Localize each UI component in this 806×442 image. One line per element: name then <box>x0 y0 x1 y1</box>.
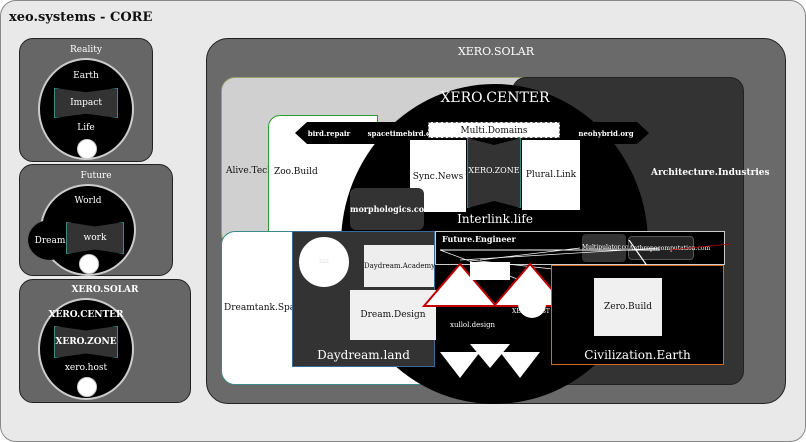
future-top-label: World <box>74 196 102 206</box>
solar-small-top-label: XERO.CENTER <box>48 310 124 320</box>
future-left-circle <box>28 220 72 260</box>
connector-graphic <box>421 240 730 378</box>
xero-zone-shape <box>467 138 521 208</box>
xero-zone-label: XERO.ZONE <box>468 166 520 175</box>
reality-bottom-label: Life <box>77 123 95 133</box>
zero-build-box: Zero.Build <box>594 278 662 336</box>
daydream-circle <box>298 236 350 288</box>
civilization-label: Civilization.Earth <box>584 348 691 362</box>
alive-tech-label: Alive.Tech <box>226 166 273 176</box>
daydream-land-label: Daydream.land <box>317 348 410 362</box>
morphologics-box: morphologics.co <box>350 188 424 230</box>
xullol-design-label: xullol.design <box>450 321 496 329</box>
zoo-build-label: Zoo.Build <box>274 167 318 177</box>
sync-news-box: Sync.News <box>410 140 466 212</box>
multi-domains-box: Multi.Domains <box>428 122 560 138</box>
anthropo-box: Anthropocomputation.com <box>628 236 710 260</box>
reality-middle-label: Impact <box>70 98 102 108</box>
tag-neohybrid[interactable]: neohybrid.org <box>578 128 634 138</box>
interlink-label: Interlink.life <box>457 212 533 226</box>
solar-small-dot <box>77 377 97 397</box>
future-left-label: Dream <box>34 236 66 246</box>
dream-design-box: Dream.Design <box>350 290 436 340</box>
solar-small-middle-label: XERO.ZONE <box>55 337 117 347</box>
reality-title: Reality <box>70 45 102 55</box>
page-title: xeo.systems - CORE <box>9 10 153 25</box>
multipulator-box: Multipulator.com <box>582 234 634 262</box>
future-middle-label: work <box>83 233 107 243</box>
xero-center-title: XERO.CENTER <box>440 90 550 106</box>
tag-spacetimebird[interactable]: spacetimebird.com <box>367 128 443 138</box>
daydream-academy-box: Daydream.Academy <box>364 245 435 287</box>
future-engineer-label: Future.Engineer <box>442 234 516 244</box>
plural-link-box: Plural.Link <box>522 140 580 210</box>
xero-host-label: XERO.HOST <box>512 308 550 315</box>
solar-small-title: XERO.SOLAR <box>71 285 139 295</box>
tag-bird-repair[interactable]: bird.repair <box>307 128 351 138</box>
architecture-label: Architecture.Industries <box>651 168 770 178</box>
dreamtank-label: Dreamtank.Space <box>224 303 306 313</box>
reality-top-label: Earth <box>73 71 99 81</box>
future-dot <box>79 254 99 274</box>
solar-small-bottom-label: xero.host <box>64 363 108 373</box>
daydream-circle-label: zzz <box>319 258 329 265</box>
solar-title: XERO.SOLAR <box>457 45 535 58</box>
future-title: Future <box>80 171 112 181</box>
reality-dot <box>77 139 97 159</box>
